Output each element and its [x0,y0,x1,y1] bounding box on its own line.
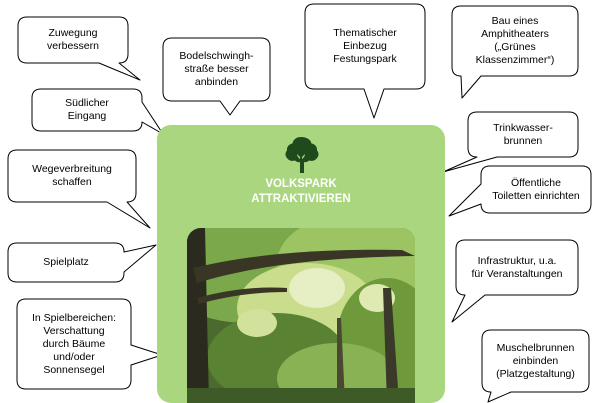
center-panel: VOLKSPARK ATTRAKTIVIEREN [157,125,445,403]
callout-bubble-wegeverbreitung [7,149,151,229]
callout-bubble-toiletten [448,165,592,217]
callout-text-verschattung: In Spielbereichen: Verschattung durch Bä… [31,311,117,376]
callout-text-bodelschwingh: Bodelschwingh- straße besser anbinden [179,50,254,88]
callout-bubble-bodelschwingh [162,37,271,116]
callout-text-zuwegung: Zuwegung verbessern [47,27,99,52]
callout-bubble-infrastruktur [451,239,579,323]
callout-text-festungspark: Thematischer Einbezug Festungspark [333,27,397,65]
callout-text-spielplatz: Spielplatz [43,256,89,268]
callout-bubble-verschattung [16,298,163,390]
center-title: VOLKSPARK ATTRAKTIVIEREN [251,178,351,205]
callout-text-wegeverbreitung: Wegeverbreitung schaffen [32,163,112,188]
tree-icon [282,135,320,175]
callout-text-amphitheater: Bau eines Amphitheaters („Grünes Klassen… [475,15,555,66]
callout-bubble-suedlicher-eingang [31,88,164,135]
callout-text-infrastruktur: Infrastruktur, u.a. für Veranstaltungen [471,254,563,280]
callout-text-muschelbrunnen: Muschelbrunnen einbinden (Platzgestaltun… [496,341,575,380]
callout-bubble-festungspark [304,3,426,119]
callout-text-suedlicher-eingang: Südlicher Eingang [65,97,109,122]
park-trees-photo [187,228,415,403]
callout-bubble-muschelbrunnen [481,329,590,403]
callout-bubble-amphitheater [451,5,579,99]
callout-text-toiletten: Öffentliche Toiletten einrichten [492,176,580,202]
callout-bubble-trinkwasser [442,111,579,173]
callout-bubble-zuwegung [17,16,141,81]
callout-bubble-spielplatz [7,242,157,283]
callout-text-trinkwasser: Trinkwasser- brunnen [493,121,553,147]
